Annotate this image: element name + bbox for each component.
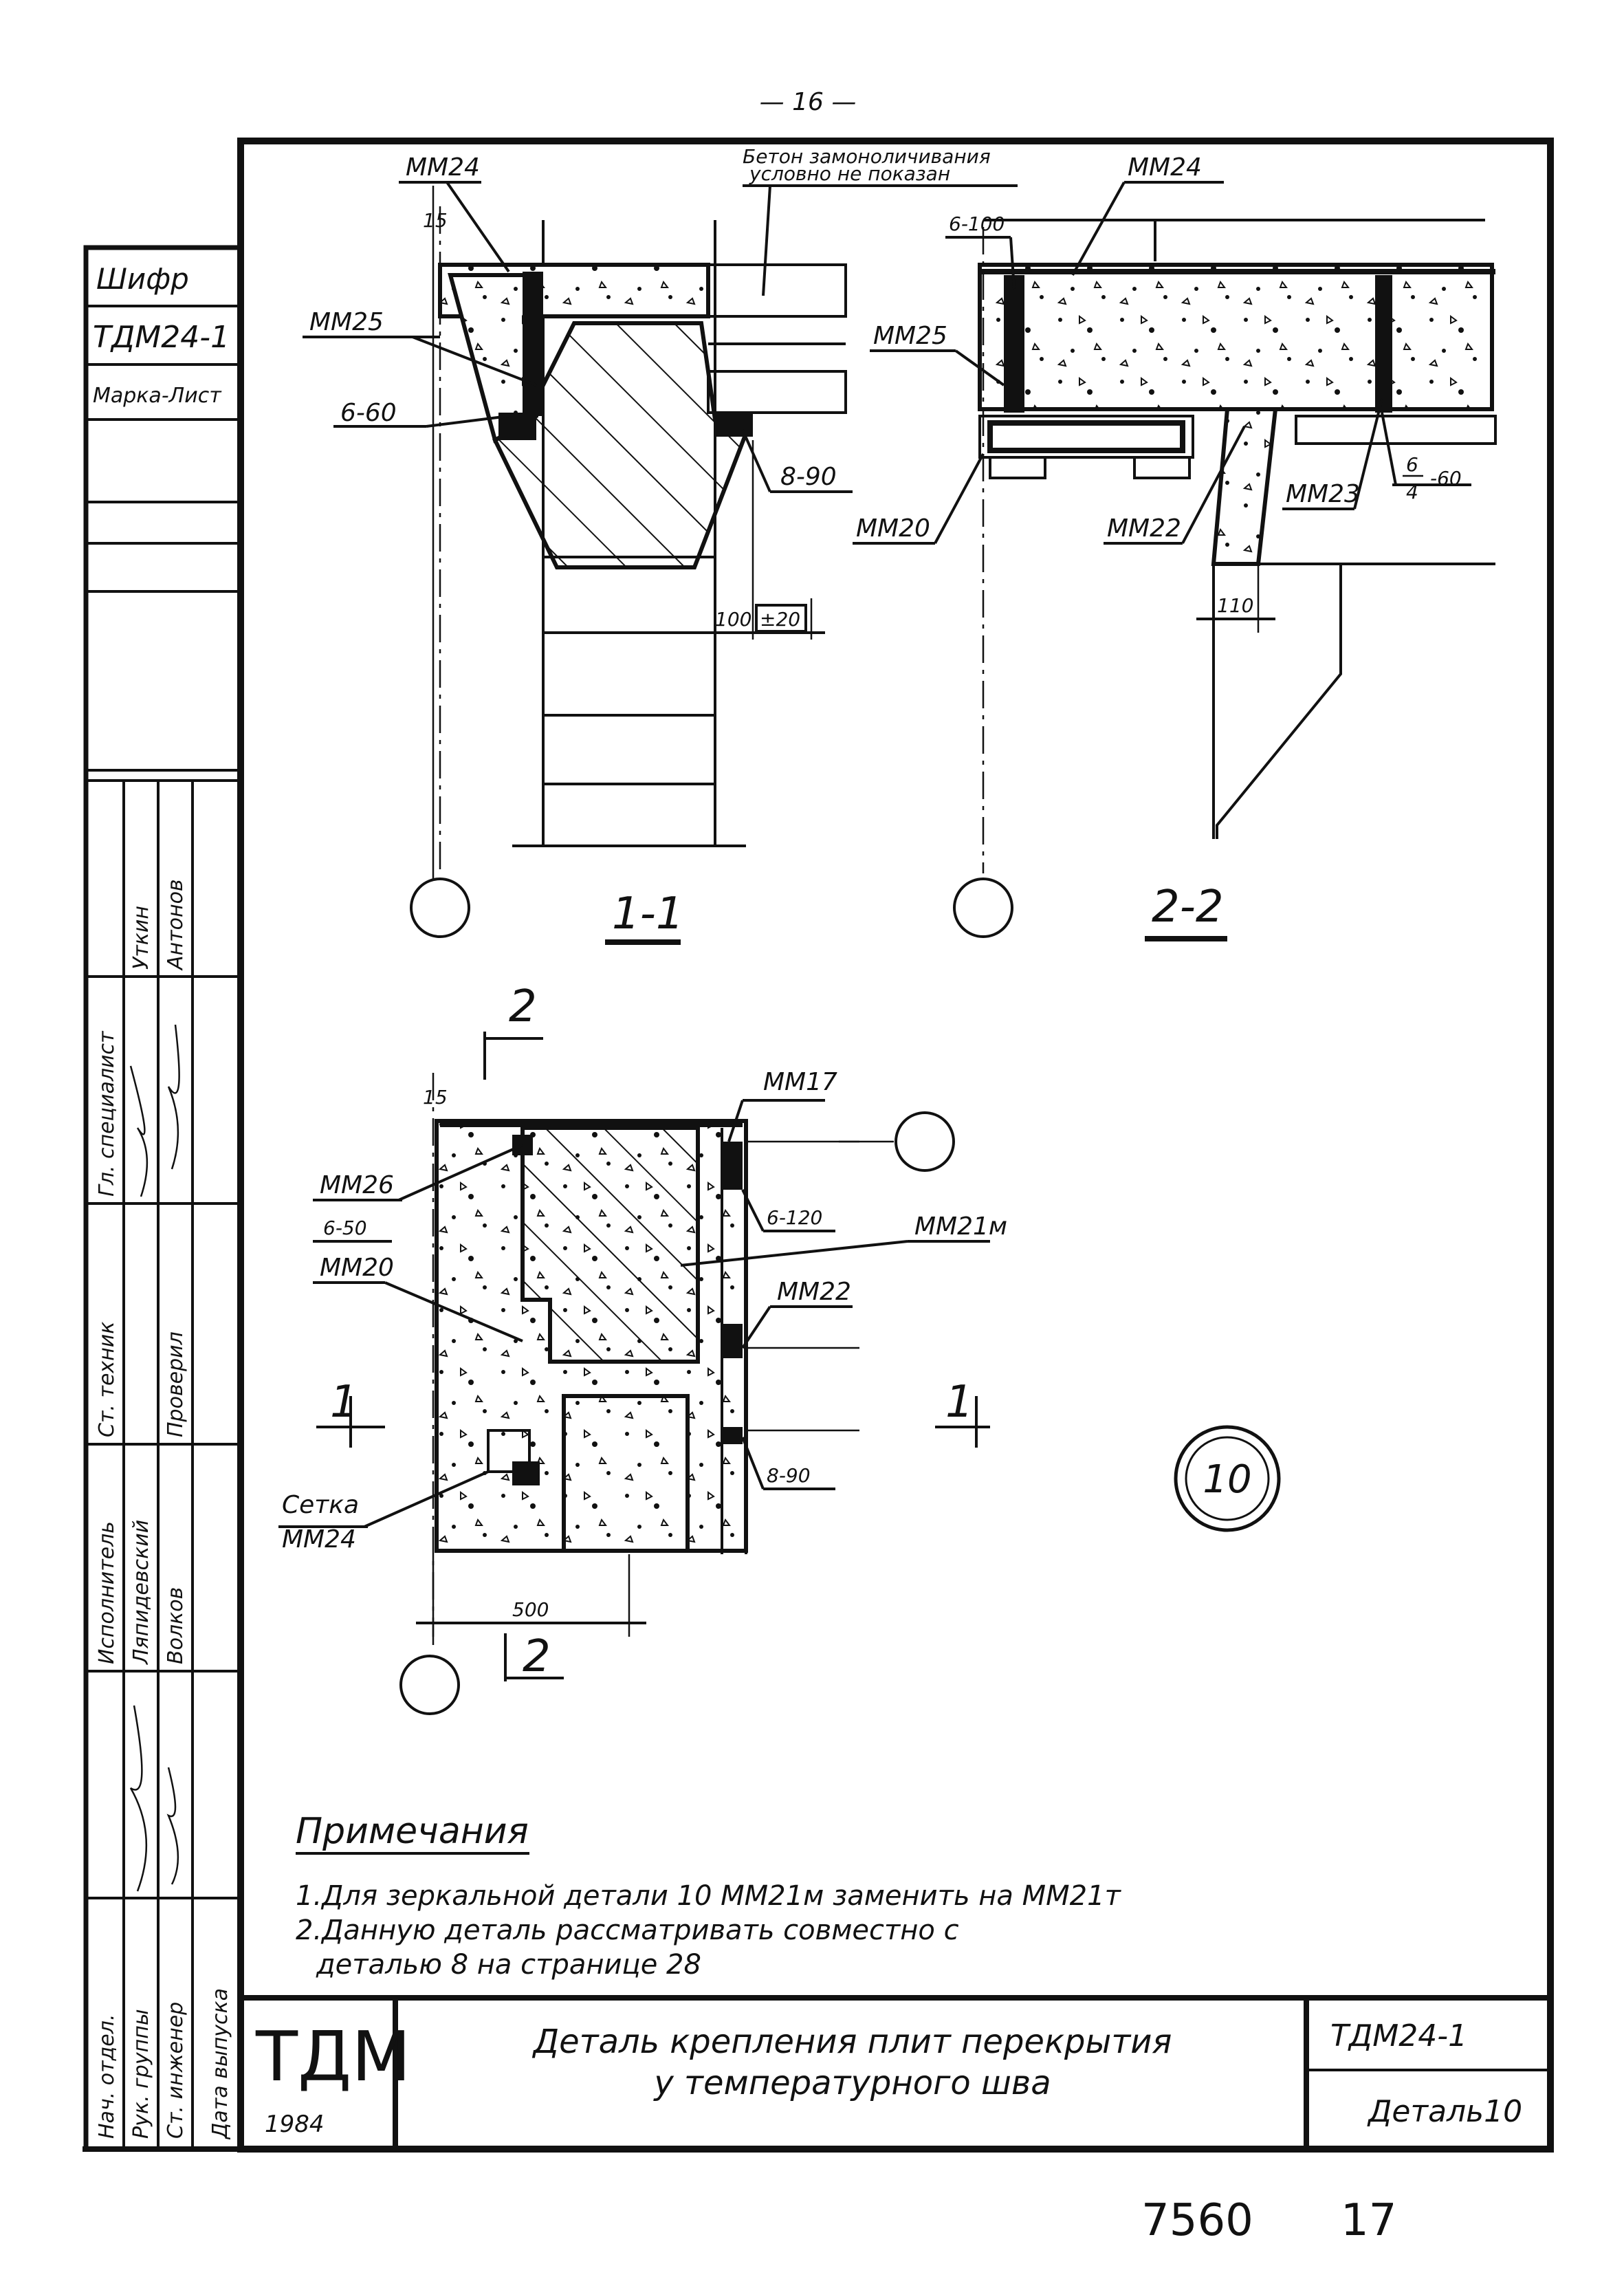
- section-label-1-1: 1-1: [612, 889, 684, 939]
- dim-1-1-1: 100: [715, 608, 751, 631]
- tag-1-1-2: 6-60: [340, 399, 397, 427]
- axis-marker: [399, 1655, 460, 1715]
- tag-1-1-3: 8-90: [780, 463, 837, 491]
- cut-2-bottom: 2: [523, 1631, 551, 1682]
- signature-scribble: [129, 1024, 180, 1892]
- detail-label: Деталь10: [1367, 2094, 1522, 2129]
- plan-view: 2 2 1 1 ММ17 М: [278, 981, 1007, 1715]
- section-2-2: ММ24 6-100 ММ25 ММ23 ММ22 6 4 -60 110 2-…: [870, 153, 1497, 941]
- section-1-1: ММ24 ММ25 6-60 8-90 ММ20 Бетон замонолич…: [303, 145, 1018, 945]
- axis-marker: [410, 878, 470, 938]
- note-2: 2.Данную деталь рассматривать совместно …: [296, 1915, 959, 1946]
- dim-1-1-0: 15: [423, 209, 448, 232]
- mark-label: Марка-Лист: [93, 384, 222, 408]
- name-2: Волков: [164, 1587, 188, 1664]
- tag-1-1-4: ММ20: [856, 514, 930, 543]
- title-block: ТДМ 1984 Деталь крепления плит перекрыти…: [241, 1995, 1550, 2149]
- fraction-bottom: 4: [1406, 481, 1418, 503]
- plan-dim-1: 500: [512, 1598, 549, 1621]
- cipher-value: ТДМ24-1: [93, 320, 230, 355]
- cut-1-left: 1: [330, 1377, 358, 1428]
- top-note-line-2: условно не показан: [749, 162, 950, 185]
- name-4: Антонов: [164, 879, 188, 971]
- axis-marker: [953, 878, 1013, 938]
- page-number: — 16 —: [760, 88, 857, 116]
- archive-number: 7560: [1141, 2195, 1253, 2246]
- plan-tag-2: 6-50: [323, 1217, 367, 1239]
- note-1: 1.Для зеркальной детали 10 ММ21м заменит…: [296, 1880, 1122, 1912]
- fraction-suffix: -60: [1430, 467, 1462, 490]
- tag-2-2-0: ММ24: [1128, 153, 1202, 182]
- top-note-line-1: Бетон замоноличивания: [743, 145, 991, 168]
- tag-2-2-4: ММ22: [1107, 514, 1181, 543]
- cut-1-right: 1: [945, 1377, 974, 1428]
- title-line-1: Деталь крепления плит перекрытия: [532, 2023, 1172, 2061]
- plan-tag-5: ММ20: [320, 1254, 394, 1282]
- tag-2-2-2: ММ25: [873, 322, 947, 350]
- dim-1-1-2: ±20: [760, 608, 800, 631]
- note-3: деталью 8 на странице 28: [316, 1949, 701, 1981]
- section-label-2-2: 2-2: [1152, 882, 1224, 933]
- side-stamp: Шифр ТДМ24-1 Марка-Лист Нач. отдел. Рук.…: [83, 245, 243, 2152]
- tag-2-2-1: 6-100: [949, 213, 1005, 235]
- plan-tag-4: ММ21м: [914, 1212, 1007, 1241]
- year: 1984: [265, 2111, 325, 2138]
- role-5: Исполнитель: [95, 1521, 119, 1664]
- sheet-number: 17: [1341, 2195, 1396, 2246]
- detail-number: 10: [1203, 1457, 1251, 1502]
- notes-heading: Примечания: [296, 1811, 529, 1852]
- plan-tag-6: ММ22: [777, 1278, 851, 1306]
- detail-number-circle: [1174, 1425, 1281, 1532]
- plan-tag-0: ММ17: [763, 1068, 837, 1096]
- role-4: Ст. техник: [95, 1322, 119, 1437]
- dim-2-2-0: 110: [1217, 594, 1253, 617]
- title-line-2: у температурного шва: [652, 2064, 1051, 2102]
- notes: Примечания 1.Для зеркальной детали 10 ММ…: [296, 1811, 1122, 1981]
- role-1: Рук. группы: [129, 2009, 153, 2139]
- tag-2-2-3: ММ23: [1286, 480, 1360, 508]
- role-0: Нач. отдел.: [95, 2014, 119, 2139]
- mesh-label-2: ММ24: [282, 1525, 356, 1554]
- tag-1-1-0: ММ24: [406, 153, 480, 182]
- drawing-code: ТДМ24-1: [1330, 2018, 1467, 2053]
- plan-tag-3: 6-120: [767, 1206, 822, 1229]
- mesh-label-1: Сетка: [282, 1491, 359, 1519]
- cut-2-top: 2: [509, 981, 537, 1032]
- name-1: Ляпидевский: [129, 1520, 153, 1665]
- axis-marker: [895, 1111, 955, 1172]
- tag-1-1-1: ММ25: [309, 308, 384, 336]
- role-3: Гл. специалист: [95, 1030, 119, 1197]
- plan-tag-7: 8-90: [767, 1464, 811, 1487]
- fraction-top: 6: [1406, 453, 1418, 476]
- org-name: ТДМ: [255, 2016, 411, 2097]
- name-0: Уткин: [129, 906, 153, 970]
- plan-dim-0: 15: [423, 1086, 448, 1109]
- role-2: Ст. инженер: [164, 2002, 188, 2139]
- cipher-label: Шифр: [96, 262, 189, 296]
- plan-tag-1: ММ26: [320, 1171, 394, 1199]
- name-3: Проверил: [164, 1331, 188, 1437]
- release-date-label: Дата выпуска: [208, 1988, 232, 2140]
